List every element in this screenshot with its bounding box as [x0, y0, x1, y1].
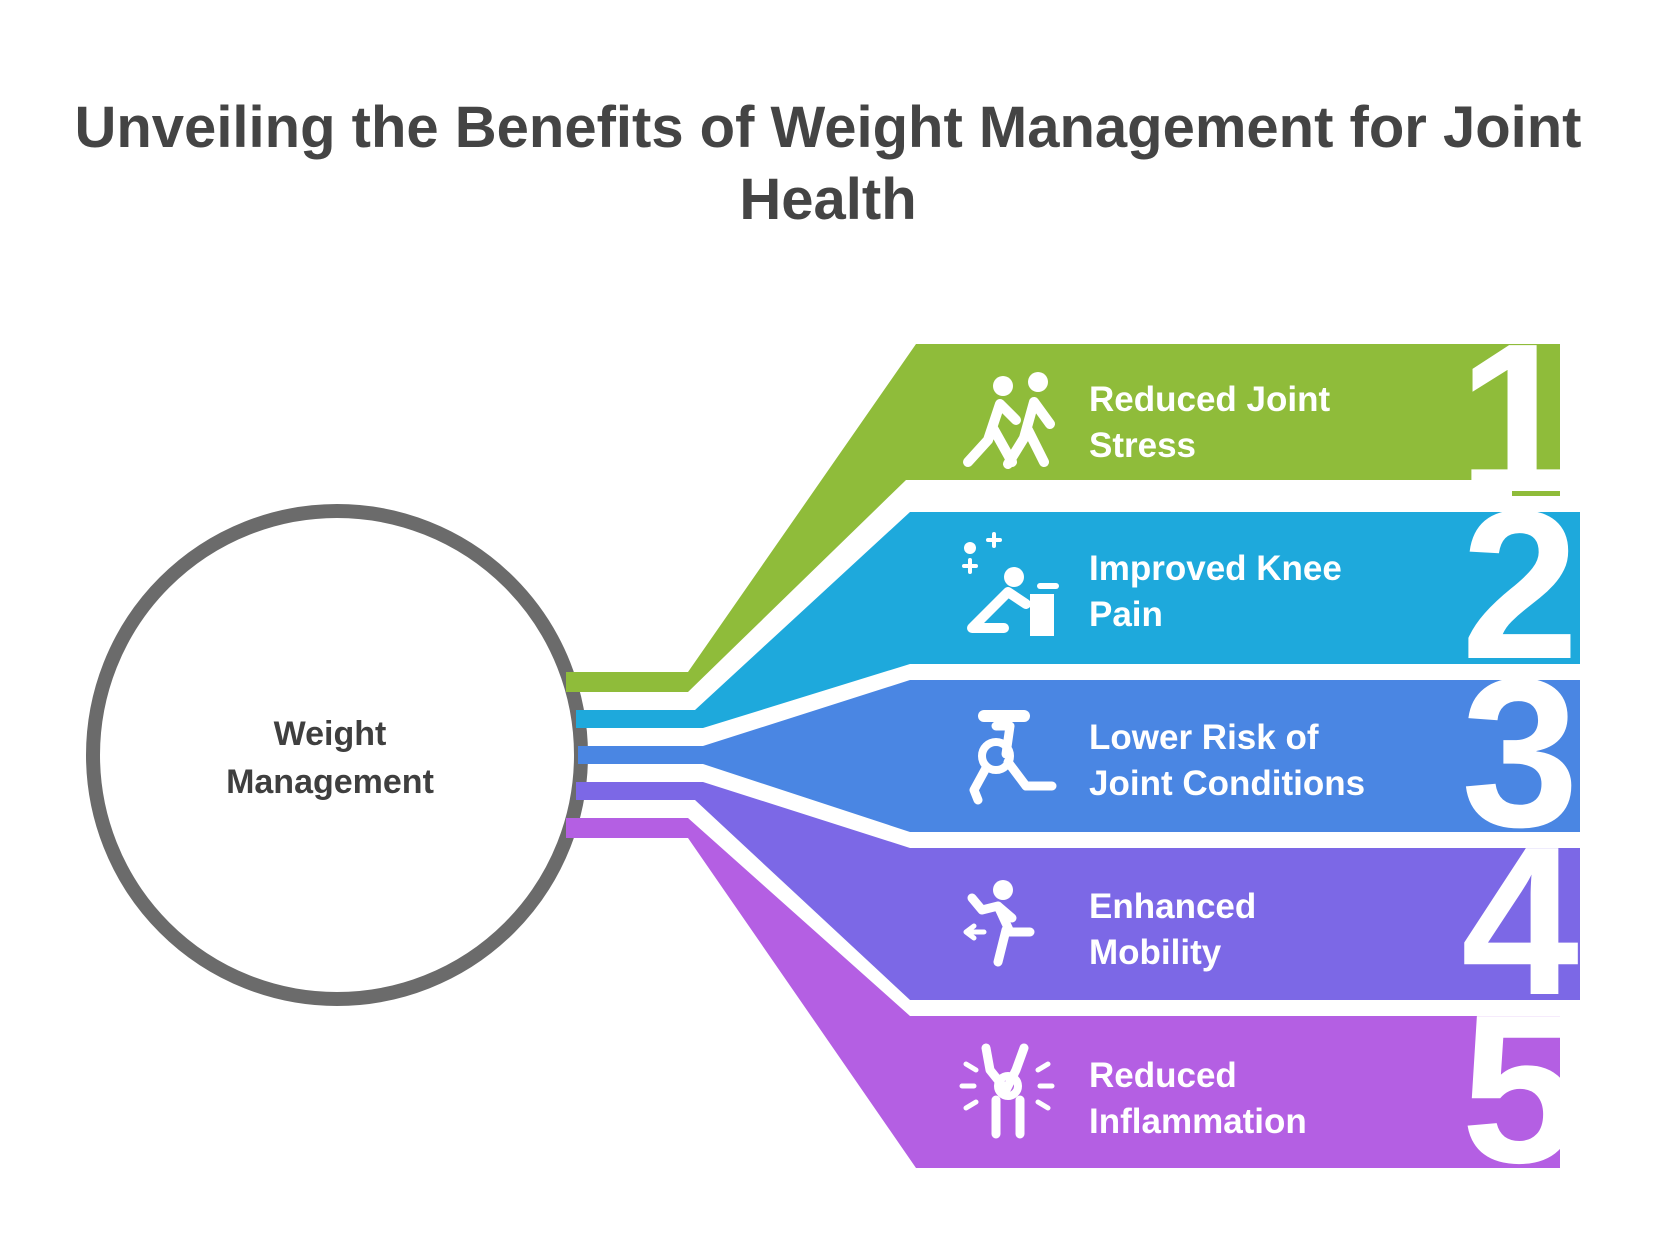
running-person-icon — [963, 880, 1035, 967]
number-1: 1 — [1458, 299, 1576, 536]
band-4-shape — [576, 782, 1580, 1000]
knee-joint-icon — [969, 710, 1057, 805]
benefit-2-label-line-1: Improved Knee — [1089, 549, 1342, 588]
benefit-3: 3 — [578, 634, 1580, 871]
benefit-2: 2 — [576, 466, 1580, 728]
number-5: 5 — [1461, 970, 1579, 1207]
number-2: 2 — [1461, 466, 1579, 703]
benefit-5: 5 — [566, 818, 1579, 1207]
number-4: 4 — [1461, 802, 1579, 1039]
hub-ring — [86, 504, 588, 1006]
benefit-4-label-line-2: Mobility — [1089, 933, 1222, 972]
number-3: 3 — [1461, 634, 1579, 871]
band-2-shape — [576, 512, 1580, 728]
benefit-1-label-line-1: Reduced Joint — [1089, 380, 1330, 419]
benefit-2-label-line-2: Pain — [1089, 595, 1163, 634]
benefit-4-label-line-1: Enhanced — [1089, 887, 1256, 926]
band-3-shape — [578, 680, 1580, 832]
inflamed-joint-icon — [959, 1043, 1055, 1139]
benefit-1: 1 — [566, 299, 1576, 692]
two-people-walking-icon — [963, 372, 1055, 469]
title-line-2: Health — [739, 167, 917, 232]
hub-label-line-2: Management — [226, 763, 434, 801]
hub-label-line-1: Weight — [274, 715, 387, 753]
person-kneeling-icon — [962, 532, 1059, 636]
benefit-1-label-line-2: Stress — [1089, 426, 1196, 465]
hub: Weight Management — [86, 504, 588, 1006]
band-1-shape — [566, 344, 1560, 692]
benefit-5-label-line-1: Reduced — [1089, 1056, 1237, 1095]
benefit-4: 4 — [576, 782, 1580, 1039]
band-5-shape — [566, 818, 1560, 1168]
page-title: Unveiling the Benefits of Weight Managem… — [0, 92, 1656, 236]
benefit-5-label-line-2: Inflammation — [1089, 1102, 1307, 1141]
benefit-3-label-line-1: Lower Risk of — [1089, 718, 1319, 757]
title-line-1: Unveiling the Benefits of Weight Managem… — [74, 95, 1582, 160]
benefit-3-label-line-2: Joint Conditions — [1089, 764, 1365, 803]
